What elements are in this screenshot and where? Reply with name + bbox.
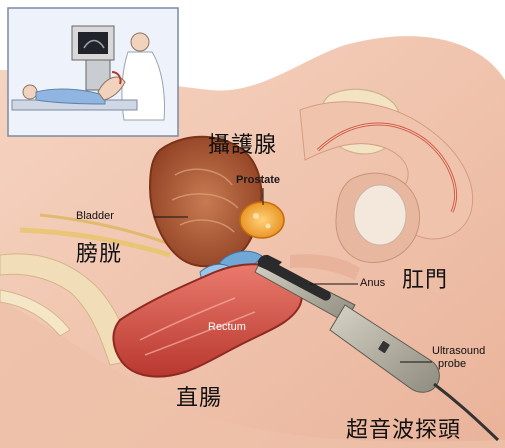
probe-label-en-line2: probe bbox=[438, 359, 466, 370]
patient-head bbox=[23, 85, 37, 99]
bladder-label-zh: 膀胱 bbox=[76, 244, 122, 266]
anus-label-zh: 肛門 bbox=[402, 270, 448, 292]
prostate-label-en: Prostate bbox=[236, 175, 280, 186]
rectum-label-en: Rectum bbox=[208, 322, 246, 333]
prostate-label-zh: 攝護腺 bbox=[208, 135, 277, 157]
rectum-label-zh: 直腸 bbox=[176, 388, 222, 410]
anus-label-en: Anus bbox=[360, 278, 385, 289]
probe-label-en-line1: Ultrasound bbox=[432, 346, 485, 357]
prostate bbox=[240, 202, 284, 238]
prostate-texture bbox=[266, 224, 271, 229]
doctor-head bbox=[131, 33, 149, 51]
probe-label-zh: 超音波探頭 bbox=[346, 420, 461, 442]
monitor-screen bbox=[78, 32, 108, 54]
testis bbox=[354, 185, 406, 245]
bladder-label-en: Bladder bbox=[76, 211, 114, 222]
prostate-texture bbox=[253, 213, 259, 219]
